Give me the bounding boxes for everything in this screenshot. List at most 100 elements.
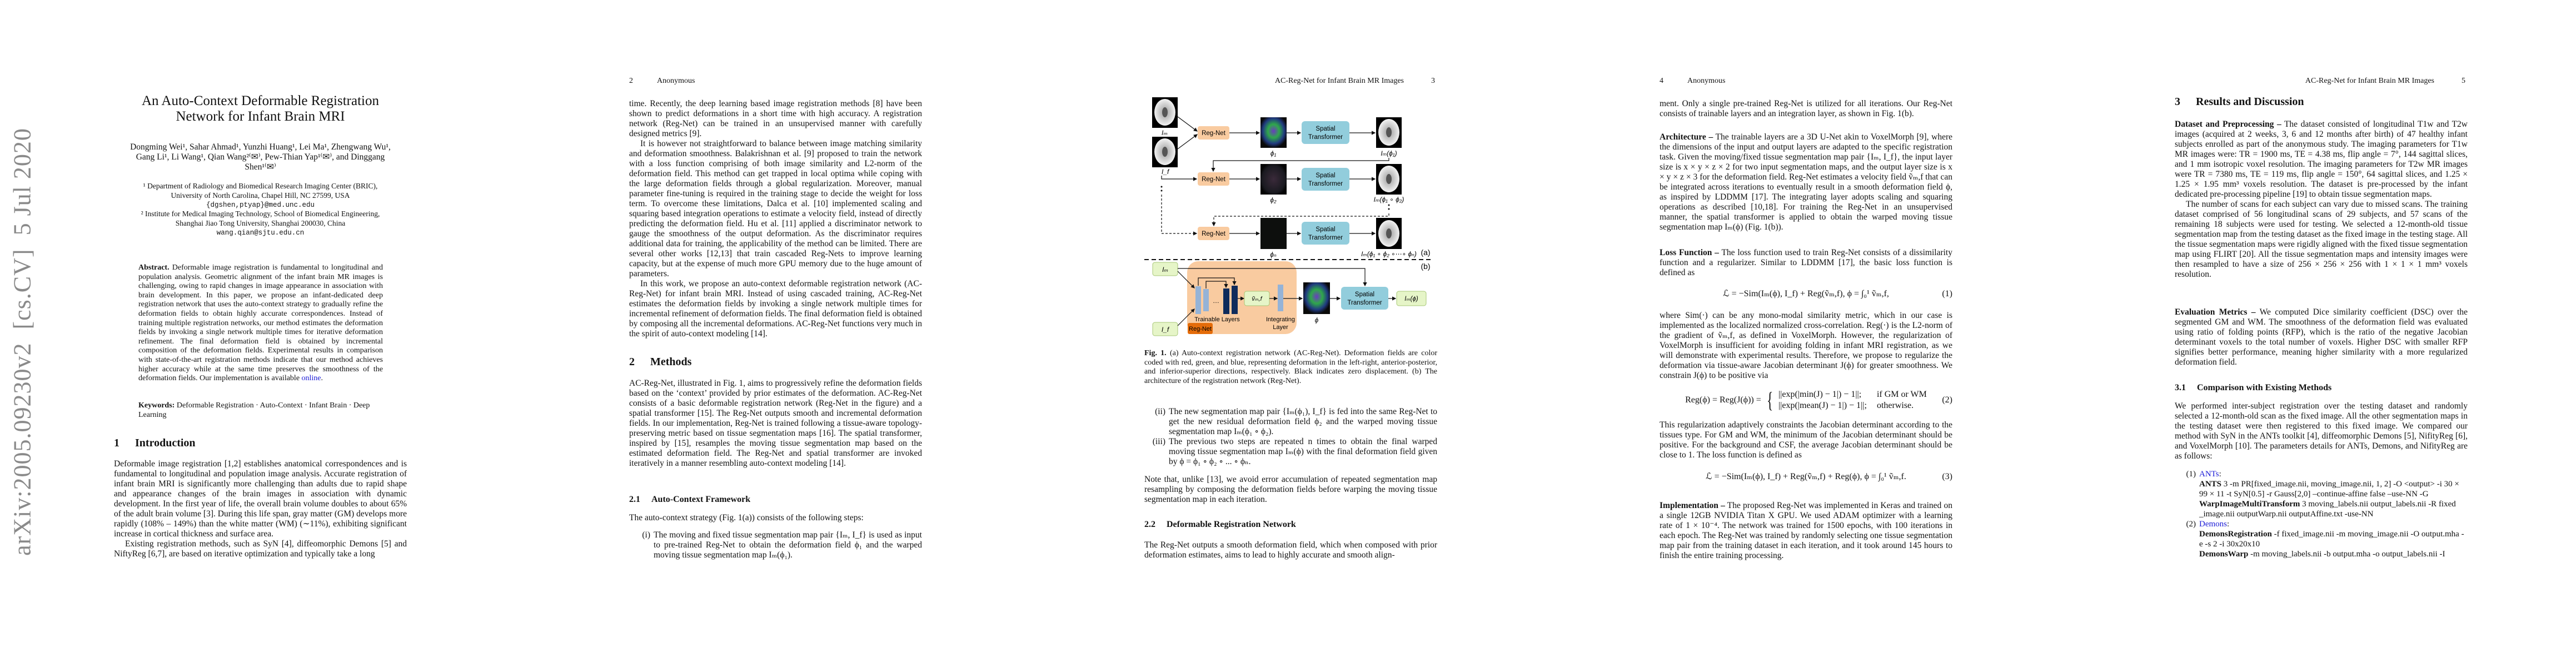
abstract-label: Abstract. [138,263,170,272]
arrow [1177,134,1198,150]
equation-case: ||exp(|min(J) − 1|) − 1||; [1778,390,1862,399]
integrating-layer-label: Integrating [1266,316,1295,323]
reg-net-tag-label: Reg-Net [1189,326,1212,332]
label-out2: Iₘ(ϕ₁ ∘ ϕ₂) [1374,196,1404,203]
implementation-paragraph: Implementation – The proposed Reg-Net wa… [1660,501,1952,561]
command-args: -f fixed_image.nii -m moving_image.nii -… [2199,530,2464,549]
methods-text: AC-Reg-Net, illustrated in Fig. 1, aims … [629,379,922,469]
architecture-paragraph: Architecture – The trainable layers are … [1660,132,1952,232]
implementation-label: Implementation – [1660,501,1725,510]
label-out1: Iₘ(ϕ₁) [1381,150,1397,157]
ants-link[interactable]: ANTs [2199,470,2219,479]
moving-input-box [1152,262,1178,276]
regularization-paragraph: This regularization adaptively constrain… [1660,420,1952,460]
equation-case: ||exp(|mean(J) − 1|) − 1||; [1778,401,1867,410]
page-number: 4 [1660,77,1663,85]
spatial-transformer-label: Spatial [1355,291,1374,298]
comparison-paragraph: We performed inter-subject registration … [2175,401,2468,461]
affiliation-email[interactable]: {dgshen,ptyap}@med.unc.edu [206,201,315,209]
feedback-arrow [1211,158,1389,172]
command-name: DemonsRegistration [2199,530,2272,539]
equation-number: (2) [1942,395,1952,405]
panel-label-b: (b) [1421,262,1430,271]
steps-continued: (ii) The new segmentation map pair {Iₘ(ϕ… [1144,407,1437,467]
paragraph: AC-Reg-Net, illustrated in Fig. 1, aims … [629,379,922,468]
label-velocity: ṽₘ,f [1252,296,1262,302]
step-item: (iii) The previous two steps are repeate… [1144,437,1437,467]
reg-net-box [1198,126,1229,140]
demons-link[interactable]: Demons [2199,520,2227,529]
equation-lhs: Reg(ϕ) = Reg(J(ϕ)) = [1685,395,1761,405]
dataset-label: Dataset and Preprocessing – [2175,120,2281,129]
paragraph: This regularization adaptively constrain… [1660,420,1952,460]
intro-continued: time. Recently, the deep learning based … [629,99,922,339]
running-head: Anonymous [1687,77,1726,85]
deformation-field-n [1260,218,1287,249]
label-phi1: ϕ₁ [1270,150,1277,157]
paragraph-block: ment. Only a single pre-trained Reg-Net … [1660,99,1952,119]
step-item: (ii) The new segmentation map pair {Iₘ(ϕ… [1144,407,1437,437]
keywords-label: Keywords: [138,401,175,410]
paper-title: An Auto-Context Deformable Registration … [114,93,407,125]
command-name: ANTS [2199,480,2222,489]
auto-context-text: The auto-context strategy (Fig. 1(a)) co… [629,513,922,560]
keywords: Keywords: Deformable Registration · Auto… [138,401,383,420]
page-3: AC-Reg-Net for Infant Brain MR Images 3 … [1030,0,1546,667]
reg-net-box [1198,172,1229,186]
author-line: Gang Li¹, Li Wang¹, Qian Wang²⁽✉⁾, Pew-T… [136,152,385,162]
dashed-fixed-arrow [1161,195,1198,236]
introduction-text: Deformable image registration [1,2] esta… [114,459,407,559]
warped-image-n [1376,218,1402,249]
title-line: Network for Infant Brain MRI [176,109,345,124]
affiliation-email[interactable]: wang.qian@sjtu.edu.cn [216,228,305,237]
command-name: WarpImageMultiTransform [2199,500,2300,509]
equation-number: (3) [1942,472,1952,481]
equation-condition: if GM or WM [1876,390,1927,399]
subsection-title: Auto-Context Framework [651,495,751,504]
subsection-heading-comparison: 3.1 Comparison with Existing Methods [2175,383,2331,393]
arrow [1177,308,1195,326]
label-im-b: Iₘ [1162,266,1168,273]
equation-body: ℒ = −Sim(Iₘ(ϕ), I_f) + Reg(ṽₘ,f) + Reg(ϕ… [1706,472,1906,481]
label-output: Iₘ(ϕ) [1404,296,1418,302]
architecture-text: The trainable layers are a 3D U-Net akin… [1660,132,1952,232]
fixed-input-box [1152,322,1178,336]
paragraph: time. Recently, the deep learning based … [629,99,922,138]
command-args: 3 moving_labels.nii output_labels.nii -R… [2199,500,2456,519]
paragraph: where Sim(·) can be any mono-modal simil… [1660,311,1952,380]
dashed-feedback-arrow [1212,213,1389,227]
paragraph: Existing registration methods, such as S… [114,539,407,559]
label-phi2: ϕ₂ [1270,196,1277,204]
section-number: 1 [114,437,119,449]
list-item-demons: (2) Demons: DemonsRegistration -f fixed_… [2175,519,2468,559]
trainable-layer [1203,289,1209,311]
subsection-title: Comparison with Existing Methods [2197,383,2332,392]
subsection-number: 3.1 [2175,383,2186,392]
page-1: arXiv:2005.09230v2 [cs.CV] 5 Jul 2020 An… [0,0,515,667]
page-4: 4 Anonymous ment. Only a single pre-trai… [1546,0,2061,667]
dataset-text: The dataset consisted of longitudinal T1… [2175,120,2468,199]
skip-connection [1198,277,1237,286]
figure-caption: Fig. 1. (a) Auto-context registration ne… [1144,349,1437,386]
moving-skip-arrow [1178,268,1367,287]
running-head: Anonymous [657,77,695,85]
paragraph: The auto-context strategy (Fig. 1(a)) co… [629,513,864,522]
section-title: Results and Discussion [2196,96,2304,108]
caption-text: (a) Auto-context registration network (A… [1144,349,1437,385]
spatial-transformer-box [1341,287,1388,310]
caption-label: Fig. 1. [1144,349,1167,357]
abstract: Abstract. Deformable image registration … [138,263,383,383]
running-head: AC-Reg-Net for Infant Brain MR Images [2305,77,2434,85]
figure-1: Iₘ I_f Reg-Net ϕ₁ Spatial Transformer Iₘ… [1144,97,1432,336]
warped-image-1 [1376,117,1402,148]
paragraph: The number of scans for each subject can… [2175,200,2468,279]
integrating-layer-label: Layer [1273,324,1288,331]
reg-net-label: Reg-Net [1202,176,1226,183]
online-link[interactable]: online [301,374,321,383]
registration-network-text: The Reg-Net outputs a smooth deformation… [1144,540,1437,560]
page-number: 2 [629,77,633,85]
spatial-transformer-label: Transformer [1308,235,1343,241]
equation-body: ℒ = −Sim(Iₘ(ϕ), I_f) + Reg(ṽₘ,f), ϕ = ∫₀… [1723,289,1889,298]
